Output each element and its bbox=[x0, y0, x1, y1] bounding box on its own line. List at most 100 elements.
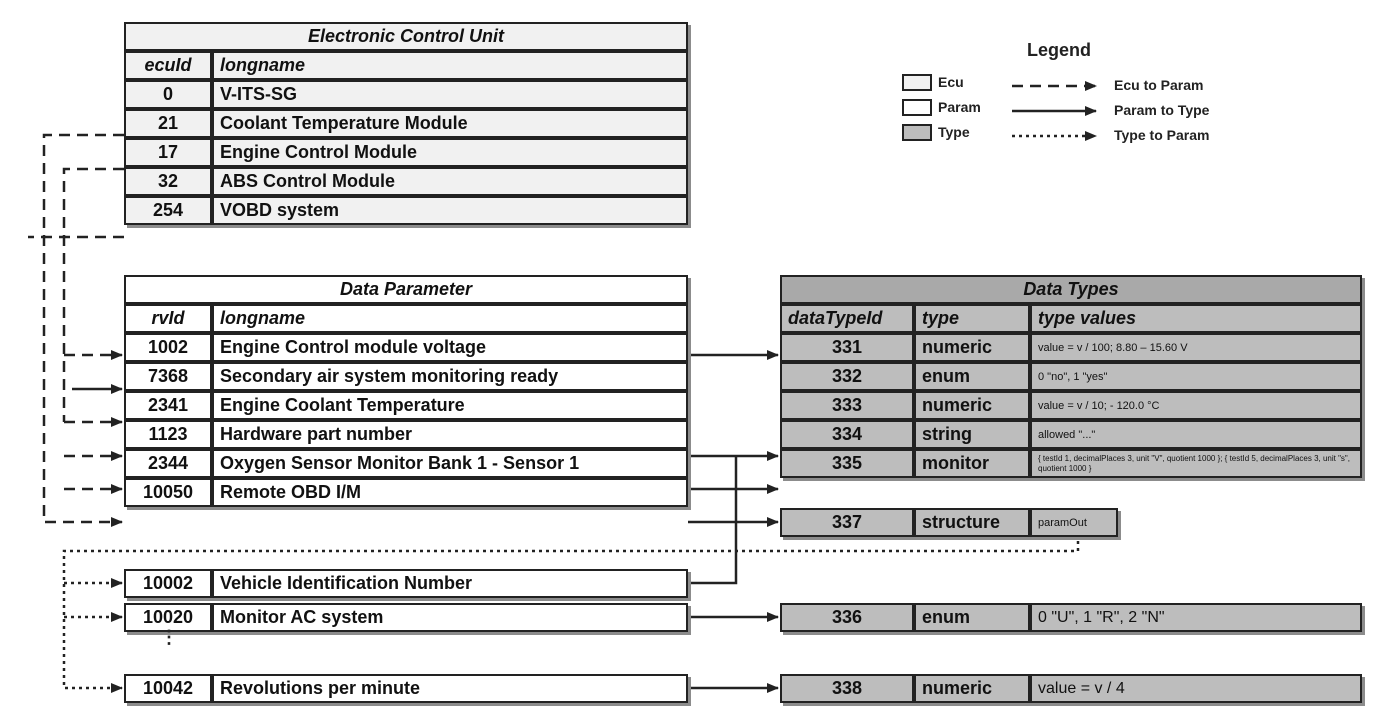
ecu-to-param-line bbox=[62, 167, 124, 422]
legend-ecu-swatch bbox=[902, 74, 932, 91]
type-name-cell: enum bbox=[914, 603, 1030, 632]
legend-param-swatch bbox=[902, 99, 932, 116]
param-name-cell: Vehicle Identification Number bbox=[212, 569, 688, 598]
legend-ecu-label: Ecu bbox=[938, 74, 964, 90]
table-row: 10050 Remote OBD I/M bbox=[124, 478, 688, 507]
structure-type-row: 337 structure paramOut bbox=[780, 508, 1118, 537]
param-id-cell: 2341 bbox=[124, 391, 212, 420]
legend-param-to-type-label: Param to Type bbox=[1114, 102, 1210, 118]
type-name-cell: string bbox=[914, 420, 1030, 449]
data-types-table: Data Types dataTypeId type type values 3… bbox=[780, 275, 1362, 478]
param-id-cell: 10020 bbox=[124, 603, 212, 632]
type-id-cell: 336 bbox=[780, 603, 914, 632]
type-to-param-line bbox=[62, 541, 1080, 693]
table-row: 333 numeric value = v / 10; - 120.0 °C bbox=[780, 391, 1362, 420]
type-values-cell: 0 "no", 1 "yes" bbox=[1030, 362, 1362, 391]
type-extra-row: 338 numeric value = v / 4 bbox=[780, 674, 1362, 703]
table-row: 1002 Engine Control module voltage bbox=[124, 333, 688, 362]
param-name-cell: Oxygen Sensor Monitor Bank 1 - Sensor 1 bbox=[212, 449, 688, 478]
ecu-id-cell: 21 bbox=[124, 109, 212, 138]
data-parameter-table: Data Parameter rvId longname 1002 Engine… bbox=[124, 275, 688, 507]
ellipsis-marker: ⋮ bbox=[160, 627, 178, 647]
type-id-cell: 334 bbox=[780, 420, 914, 449]
ecu-id-cell: 32 bbox=[124, 167, 212, 196]
type-id-cell: 332 bbox=[780, 362, 914, 391]
table-row: 1123 Hardware part number bbox=[124, 420, 688, 449]
table-row: 21 Coolant Temperature Module bbox=[124, 109, 688, 138]
table-row: 17 Engine Control Module bbox=[124, 138, 688, 167]
type-values-cell: allowed "..." bbox=[1030, 420, 1362, 449]
ecu-name-cell: Coolant Temperature Module bbox=[212, 109, 688, 138]
table-row: 2341 Engine Coolant Temperature bbox=[124, 391, 688, 420]
ecu-name-cell: ABS Control Module bbox=[212, 167, 688, 196]
param-to-type-line bbox=[688, 456, 738, 585]
type-id-cell: 338 bbox=[780, 674, 914, 703]
param-id-header: rvId bbox=[124, 304, 212, 333]
ecu-name-cell: V-ITS-SG bbox=[212, 80, 688, 109]
table-row: 334 string allowed "..." bbox=[780, 420, 1362, 449]
type-name-cell: enum bbox=[914, 362, 1030, 391]
table-row: 335 monitor { testId 1, decimalPlaces 3,… bbox=[780, 449, 1362, 478]
ecu-table: Electronic Control Unit ecuId longname 0… bbox=[124, 22, 688, 225]
table-row: 10020 Monitor AC system bbox=[124, 603, 688, 632]
table-row: 338 numeric value = v / 4 bbox=[780, 674, 1362, 703]
param-id-cell: 1002 bbox=[124, 333, 212, 362]
legend-type-label: Type bbox=[938, 124, 970, 140]
param-id-cell: 1123 bbox=[124, 420, 212, 449]
ecu-id-cell: 254 bbox=[124, 196, 212, 225]
type-name-cell: numeric bbox=[914, 333, 1030, 362]
param-extra-row: 10020 Monitor AC system bbox=[124, 603, 688, 632]
legend-ecu-to-param-label: Ecu to Param bbox=[1114, 77, 1204, 93]
types-type-header: type bbox=[914, 304, 1030, 333]
legend-type-swatch bbox=[902, 124, 932, 141]
type-values-cell: value = v / 4 bbox=[1030, 674, 1362, 703]
param-id-cell: 10042 bbox=[124, 674, 212, 703]
table-row: 331 numeric value = v / 100; 8.80 – 15.6… bbox=[780, 333, 1362, 362]
param-name-cell: Engine Coolant Temperature bbox=[212, 391, 688, 420]
table-row: 32 ABS Control Module bbox=[124, 167, 688, 196]
param-id-cell: 10002 bbox=[124, 569, 212, 598]
param-id-cell: 7368 bbox=[124, 362, 212, 391]
ecu-name-cell: VOBD system bbox=[212, 196, 688, 225]
type-id-cell: 335 bbox=[780, 449, 914, 478]
legend-title: Legend bbox=[1027, 40, 1092, 60]
ecu-longname-header: longname bbox=[212, 51, 688, 80]
type-id-cell: 337 bbox=[780, 508, 914, 537]
type-name-cell: monitor bbox=[914, 449, 1030, 478]
ecu-name-cell: Engine Control Module bbox=[212, 138, 688, 167]
type-name-cell: structure bbox=[914, 508, 1030, 537]
legend-param-label: Param bbox=[938, 99, 981, 115]
param-name-cell: Remote OBD I/M bbox=[212, 478, 688, 507]
ecu-id-cell: 0 bbox=[124, 80, 212, 109]
type-id-cell: 333 bbox=[780, 391, 914, 420]
type-values-cell: value = v / 100; 8.80 – 15.60 V bbox=[1030, 333, 1362, 362]
type-id-cell: 331 bbox=[780, 333, 914, 362]
param-longname-header: longname bbox=[212, 304, 688, 333]
param-name-cell: Engine Control module voltage bbox=[212, 333, 688, 362]
table-row: 10042 Revolutions per minute bbox=[124, 674, 688, 703]
types-values-header: type values bbox=[1030, 304, 1362, 333]
type-values-cell: value = v / 10; - 120.0 °C bbox=[1030, 391, 1362, 420]
legend-type-to-param-label: Type to Param bbox=[1114, 127, 1210, 143]
types-table-title: Data Types bbox=[780, 275, 1362, 304]
table-row: 336 enum 0 "U", 1 "R", 2 "N" bbox=[780, 603, 1362, 632]
param-table-title: Data Parameter bbox=[124, 275, 688, 304]
ecu-id-header: ecuId bbox=[124, 51, 212, 80]
type-values-cell: paramOut bbox=[1030, 508, 1118, 537]
table-row: 2344 Oxygen Sensor Monitor Bank 1 - Sens… bbox=[124, 449, 688, 478]
table-row: 337 structure paramOut bbox=[780, 508, 1118, 537]
param-name-cell: Secondary air system monitoring ready bbox=[212, 362, 688, 391]
param-name-cell: Revolutions per minute bbox=[212, 674, 688, 703]
param-id-cell: 10050 bbox=[124, 478, 212, 507]
table-row: 254 VOBD system bbox=[124, 196, 688, 225]
param-id-cell: 2344 bbox=[124, 449, 212, 478]
table-row: 332 enum 0 "no", 1 "yes" bbox=[780, 362, 1362, 391]
ecu-id-cell: 17 bbox=[124, 138, 212, 167]
table-row: 0 V-ITS-SG bbox=[124, 80, 688, 109]
ecu-table-title: Electronic Control Unit bbox=[124, 22, 688, 51]
type-name-cell: numeric bbox=[914, 391, 1030, 420]
param-extra-row: 10042 Revolutions per minute bbox=[124, 674, 688, 703]
param-name-cell: Monitor AC system bbox=[212, 603, 688, 632]
types-id-header: dataTypeId bbox=[780, 304, 914, 333]
